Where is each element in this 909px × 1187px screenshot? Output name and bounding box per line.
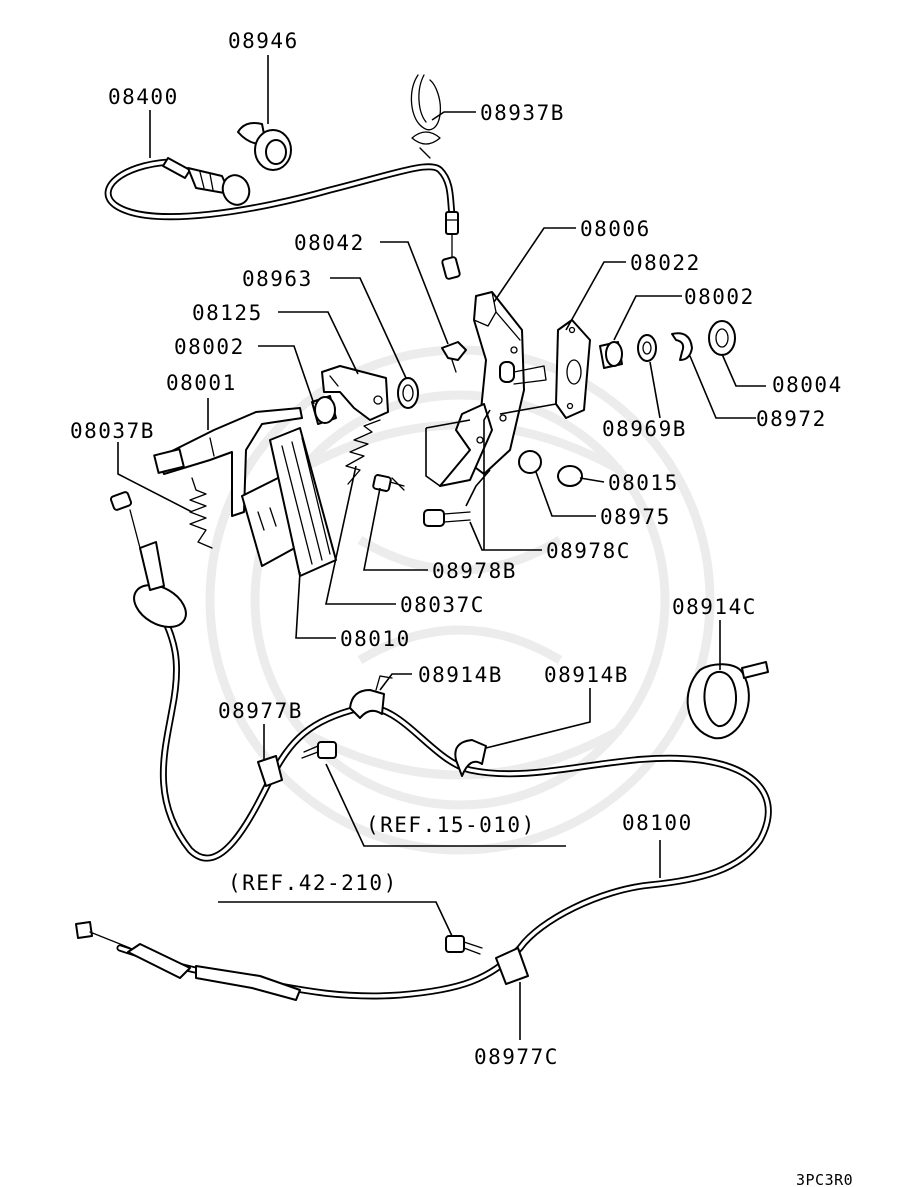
accelerator-cable-lower (75, 491, 772, 1001)
return-spring-part (189, 477, 213, 549)
nut-part (518, 450, 542, 474)
label-08001: 08001 (166, 371, 237, 395)
label-08975: 08975 (600, 505, 671, 529)
bushing-right-part (599, 341, 623, 369)
label-ref-15-010: (REF.15-010) (366, 813, 536, 837)
label-08006: 08006 (580, 217, 651, 241)
cable-clip-part (410, 74, 442, 159)
label-08914B-right: 08914B (544, 663, 629, 687)
cable-band-part (686, 661, 769, 740)
label-08125: 08125 (192, 301, 263, 325)
label-08002-right: 08002 (684, 285, 755, 309)
label-08010: 08010 (340, 627, 411, 651)
pedal-bracket-part (439, 291, 547, 487)
cable-clip-upper-part (349, 675, 393, 719)
pedal-arm-part (153, 407, 303, 517)
label-08977B: 08977B (218, 699, 303, 723)
label-08015: 08015 (608, 471, 679, 495)
label-08937B: 08937B (480, 101, 565, 125)
cable-clip-mid-part (454, 739, 487, 777)
label-08972: 08972 (756, 407, 827, 431)
bracket-clip-part (441, 341, 467, 373)
mounting-plate-part (555, 319, 591, 419)
label-08100: 08100 (622, 811, 693, 835)
label-08002-left: 08002 (174, 335, 245, 359)
label-08400: 08400 (108, 85, 179, 109)
bolt-b-part (372, 474, 405, 492)
bolt-ref42-part (445, 935, 483, 955)
bolt-ref15-part (301, 741, 337, 759)
accelerator-cable-upper (104, 157, 461, 280)
label-08022: 08022 (630, 251, 701, 275)
clip-08977B-part (257, 755, 283, 787)
figure-code: 3PC3R0 (796, 1171, 853, 1187)
label-08004: 08004 (772, 373, 843, 397)
washer-part (637, 334, 657, 362)
label-08037B: 08037B (70, 419, 155, 443)
bolt-c-part (423, 509, 471, 527)
label-08978C: 08978C (546, 539, 631, 563)
e-clip-part (671, 332, 693, 361)
stopper-part (557, 465, 583, 487)
label-ref-42-210: (REF.42-210) (228, 871, 398, 895)
label-08977C: 08977C (474, 1045, 559, 1069)
part-labels: 08946 08400 08937B 08006 08042 08022 089… (70, 29, 853, 1187)
label-08963: 08963 (242, 267, 313, 291)
label-08037C: 08037C (400, 593, 485, 617)
pedal-spring-part (345, 419, 381, 485)
bushing-far-part (708, 320, 736, 356)
bushing-left-part (311, 395, 337, 425)
label-08969B: 08969B (602, 417, 687, 441)
leader-lines (117, 55, 766, 1040)
label-08914B-left: 08914B (418, 663, 503, 687)
label-08946: 08946 (228, 29, 299, 53)
label-08042: 08042 (294, 231, 365, 255)
pedal-washer-part (397, 377, 419, 409)
grommet-part (237, 122, 292, 171)
label-08914C: 08914C (672, 595, 757, 619)
label-08978B: 08978B (432, 559, 517, 583)
clip-08977C-part (495, 947, 529, 985)
